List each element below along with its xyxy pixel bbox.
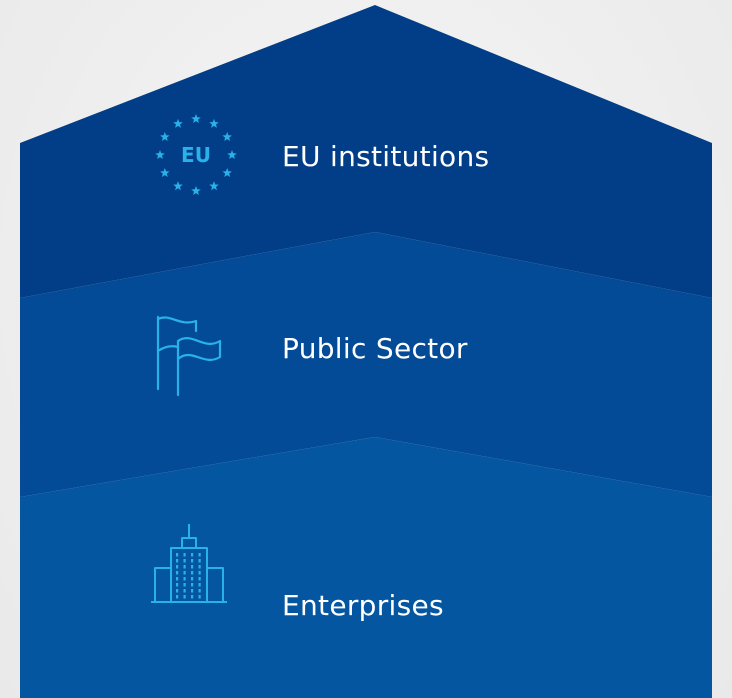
tier-top-shape	[20, 5, 712, 298]
building-window	[191, 571, 194, 575]
building-window	[183, 577, 186, 581]
building-window	[198, 577, 201, 581]
building-window	[183, 571, 186, 575]
building-window	[176, 565, 179, 569]
building-window	[191, 553, 194, 557]
eu-star	[160, 168, 170, 178]
tier-middle-shape	[20, 232, 712, 497]
building-window	[176, 583, 179, 587]
building-window	[183, 565, 186, 569]
building-window	[176, 571, 179, 575]
eu-star	[209, 118, 219, 128]
eu-star	[191, 114, 201, 124]
eu-star	[173, 118, 183, 128]
eu-star	[227, 150, 237, 160]
building-window	[191, 589, 194, 593]
eu-star	[222, 132, 232, 142]
building-window	[183, 559, 186, 563]
eu-star	[173, 181, 183, 191]
eu-star	[222, 168, 232, 178]
tier-bottom-shape	[20, 437, 712, 698]
building-window	[198, 571, 201, 575]
tier-label-enterprises: Enterprises	[282, 589, 444, 622]
building-window	[198, 565, 201, 569]
eu-star	[160, 132, 170, 142]
building-window	[176, 559, 179, 563]
building-window	[198, 559, 201, 563]
tier-label-public-sector: Public Sector	[282, 332, 468, 365]
building-window	[198, 553, 201, 557]
building-window	[191, 565, 194, 569]
eu-badge-text: EU	[181, 143, 211, 167]
building-window	[183, 583, 186, 587]
eu-star	[155, 150, 165, 160]
eu-star	[191, 186, 201, 196]
building-window	[191, 595, 194, 599]
building-window	[183, 553, 186, 557]
building-window	[183, 589, 186, 593]
building-window	[191, 577, 194, 581]
building-window	[198, 583, 201, 587]
building-window	[198, 595, 201, 599]
eu-stars-icon: EU	[155, 114, 237, 196]
building-window	[176, 589, 179, 593]
building-window	[176, 577, 179, 581]
flags-icon	[156, 315, 222, 397]
eu-star	[209, 181, 219, 191]
building-window	[198, 589, 201, 593]
tier-label-eu-institutions: EU institutions	[282, 140, 490, 173]
building-window	[191, 559, 194, 563]
building-window	[176, 553, 179, 557]
building-window	[183, 595, 186, 599]
building-window	[191, 583, 194, 587]
building-window	[176, 595, 179, 599]
building-icon	[151, 524, 227, 603]
